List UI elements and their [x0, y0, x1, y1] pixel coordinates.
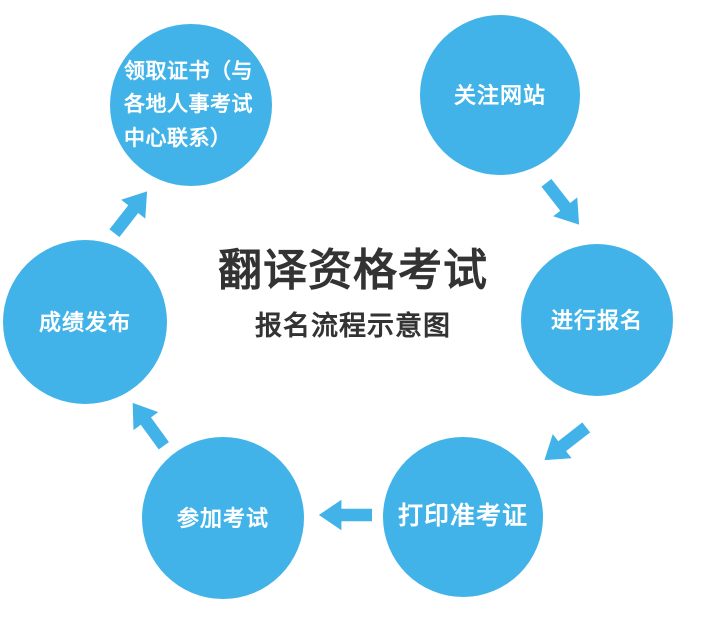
step-circle-receive-certificate: 领取证书（与各地人事考试中心联系）: [110, 24, 272, 186]
flow-arrow-register-to-print-icon: [533, 414, 596, 474]
diagram-subtitle: 报名流程示意图: [255, 310, 451, 341]
diagram-title: 翻译资格考试: [218, 246, 488, 295]
flow-arrow-attend-to-results-icon: [118, 392, 177, 456]
step-label-receive-certificate: 领取证书（与各地人事考试中心联系）: [124, 59, 253, 150]
step-circle-results-release: 成绩发布: [3, 240, 167, 404]
step-label-register: 进行报名: [550, 307, 643, 333]
flow-arrow-follow-to-register-icon: [533, 172, 593, 235]
step-circle-attend-exam: 参加考试: [142, 437, 304, 599]
flow-arrow-print-to-attend-icon: [318, 498, 372, 532]
step-circle-print-ticket: 打印准考证: [383, 437, 543, 597]
step-label-attend-exam: 参加考试: [176, 505, 269, 531]
step-circle-follow-website: 关注网站: [420, 15, 580, 175]
step-circle-register: 进行报名: [521, 244, 673, 396]
step-label-print-ticket: 打印准考证: [397, 502, 528, 531]
title-block: 翻译资格考试 报名流程示意图: [198, 246, 508, 343]
step-label-follow-website: 关注网站: [453, 82, 546, 108]
step-label-results-release: 成绩发布: [38, 309, 131, 335]
flow-arrow-results-to-certificate-icon: [101, 180, 161, 243]
